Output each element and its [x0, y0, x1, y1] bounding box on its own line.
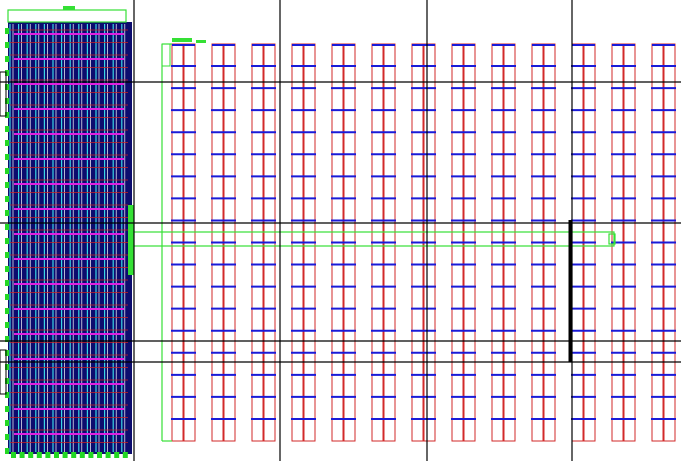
dense-edge-marker: [5, 168, 9, 174]
dense-bottom-marker: [19, 452, 25, 458]
rack-row: [251, 43, 276, 442]
rack-row: [291, 43, 316, 442]
dense-bottom-marker: [28, 452, 34, 458]
dense-side-bracket-top: [0, 71, 7, 117]
dense-bottom-marker: [62, 452, 68, 458]
dense-edge-marker: [5, 182, 9, 188]
dense-bottom-marker: [122, 452, 128, 458]
boundary-top-tab: [196, 40, 206, 43]
dense-edge-marker: [5, 238, 9, 244]
dense-edge-marker: [5, 84, 9, 90]
rack-row: [171, 43, 196, 442]
rack-row: [451, 43, 476, 442]
dense-edge-marker: [5, 448, 9, 454]
dense-bottom-marker: [45, 452, 51, 458]
dense-edge-marker: [5, 28, 9, 34]
rack-row: [571, 43, 596, 442]
rack-row: [371, 43, 396, 442]
dense-edge-marker: [5, 280, 9, 286]
rack-row: [651, 43, 676, 442]
dense-edge-marker: [5, 210, 9, 216]
dense-edge-marker: [5, 196, 9, 202]
dense-edge-marker: [5, 406, 9, 412]
rack-row: [331, 43, 356, 442]
dense-edge-marker: [5, 336, 9, 342]
dense-edge-marker: [5, 224, 9, 230]
dense-edge-marker: [5, 294, 9, 300]
boundary-lines-group: [128, 38, 616, 442]
dense-bottom-marker: [36, 452, 42, 458]
dense-bottom-marker: [11, 452, 16, 458]
dense-edge-marker: [5, 70, 9, 76]
dense-edge-marker: [5, 266, 9, 272]
dense-side-bracket-bottom: [0, 349, 7, 395]
dense-edge-marker: [5, 322, 9, 328]
dense-edge-marker: [5, 252, 9, 258]
rack-rows-group: [171, 43, 676, 442]
dense-edge-marker: [5, 308, 9, 314]
dense-edge-marker: [5, 112, 9, 118]
boundary-dense-joint: [128, 205, 134, 275]
dense-edge-marker: [5, 56, 9, 62]
dense-edge-marker: [5, 126, 9, 132]
boundary-aisle-end: [608, 233, 616, 245]
rack-row: [411, 43, 436, 442]
dense-edge-marker: [5, 434, 9, 440]
dense-edge-marker: [5, 392, 9, 398]
rack-row: [531, 43, 556, 442]
dense-bottom-marker: [114, 452, 120, 458]
dense-storage-block: [0, 6, 132, 458]
rack-row: [211, 43, 236, 442]
dense-edge-marker: [5, 98, 9, 104]
dense-bottom-marker: [71, 452, 77, 458]
dense-header-tab: [63, 6, 75, 10]
rack-row: [491, 43, 516, 442]
boundary-top-tab: [172, 38, 192, 42]
dense-edge-marker: [5, 350, 9, 356]
dense-bottom-marker: [88, 452, 94, 458]
dense-edge-marker: [5, 140, 9, 146]
dense-edge-marker: [5, 154, 9, 160]
boundary-corner-box: [161, 43, 171, 67]
dense-bottom-marker: [79, 452, 85, 458]
dense-edge-marker: [5, 420, 9, 426]
rack-row: [611, 43, 636, 442]
dense-edge-marker: [5, 42, 9, 48]
dense-bottom-marker: [105, 452, 111, 458]
dense-bottom-marker: [54, 452, 59, 458]
dense-edge-marker: [5, 378, 9, 384]
dense-edge-marker: [5, 364, 9, 370]
dense-bottom-marker: [97, 452, 102, 458]
